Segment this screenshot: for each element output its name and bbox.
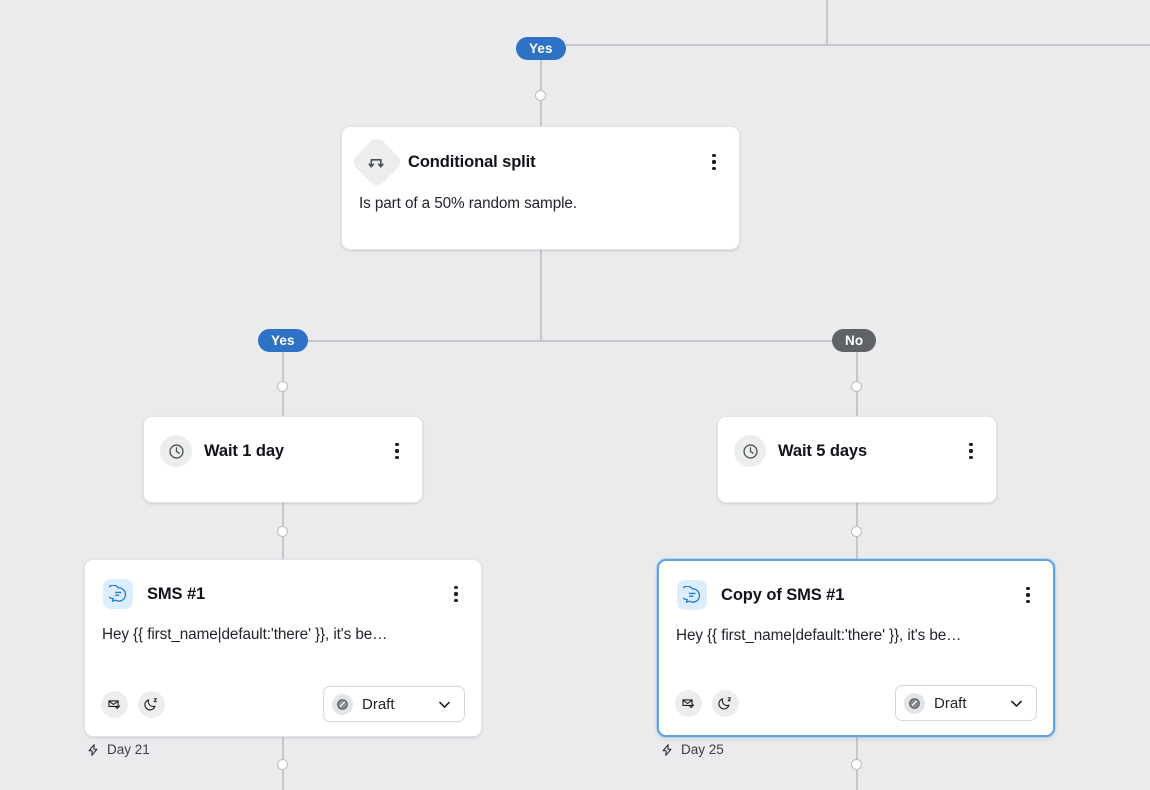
node-copy-of-sms-1[interactable]: Copy of SMS #1 Hey {{ first_name|default… xyxy=(657,559,1055,737)
sms-bubble-icon xyxy=(677,580,707,610)
connector-dot-left-wait-to-sms xyxy=(277,526,288,537)
connector-dot-right-sms-down xyxy=(851,759,862,770)
wait-5-days-title: Wait 5 days xyxy=(778,441,868,460)
copy-of-sms-1-day-text: Day 25 xyxy=(681,742,724,757)
branch-label-top-yes[interactable]: Yes xyxy=(516,37,566,60)
node-wait-1-day[interactable]: Wait 1 day xyxy=(143,416,423,503)
sms-1-status-label: Draft xyxy=(362,695,395,713)
conditional-split-menu-button[interactable] xyxy=(703,150,725,174)
branch-label-right-no[interactable]: No xyxy=(832,329,877,352)
connector-line-split-to-branch xyxy=(540,250,542,342)
draft-pencil-icon xyxy=(904,692,925,714)
connector-line-top-horizontal xyxy=(566,44,1150,46)
quiet-hours-icon xyxy=(712,689,739,717)
wait-1-day-title: Wait 1 day xyxy=(204,441,284,460)
sms-1-title: SMS #1 xyxy=(147,584,206,603)
sms-1-header: SMS #1 xyxy=(85,560,481,609)
copy-of-sms-1-title: Copy of SMS #1 xyxy=(721,585,845,604)
clock-icon xyxy=(734,435,766,467)
sms-1-preview: Hey {{ first_name|default:'there' }}, it… xyxy=(102,626,388,643)
copy-of-sms-1-menu-button[interactable] xyxy=(1017,583,1039,607)
node-conditional-split[interactable]: Conditional split Is part of a 50% rando… xyxy=(341,126,740,250)
node-wait-5-days[interactable]: Wait 5 days xyxy=(717,416,997,503)
draft-pencil-icon xyxy=(332,693,353,715)
connector-dot-left-sms-down xyxy=(277,759,288,770)
lightning-bolt-icon xyxy=(662,743,672,756)
branch-label-left-yes[interactable]: Yes xyxy=(258,329,308,352)
connector-line-branch-horizontal xyxy=(283,340,858,342)
sms-1-status-select[interactable]: Draft xyxy=(323,686,465,722)
copy-of-sms-1-footer: Draft xyxy=(659,685,1053,721)
sms-bubble-icon xyxy=(103,579,133,609)
connector-dot-right-wait-to-sms xyxy=(851,526,862,537)
sms-1-badges xyxy=(101,690,165,718)
node-sms-1[interactable]: SMS #1 Hey {{ first_name|default:'there'… xyxy=(84,559,482,737)
connector-dot-right-branch xyxy=(851,381,862,392)
wait-5-days-menu-button[interactable] xyxy=(960,439,982,463)
wait-1-day-header: Wait 1 day xyxy=(144,417,422,467)
copy-of-sms-1-badges xyxy=(675,689,739,717)
sms-1-day-text: Day 21 xyxy=(107,742,150,757)
smart-sending-icon xyxy=(675,689,702,717)
connector-dot-yes-to-split xyxy=(535,90,546,101)
sms-1-menu-button[interactable] xyxy=(445,582,467,606)
chevron-down-icon xyxy=(1011,700,1022,707)
clock-icon xyxy=(160,435,192,467)
conditional-split-description: Is part of a 50% random sample. xyxy=(359,195,577,212)
sms-1-day-label: Day 21 xyxy=(86,742,150,757)
copy-of-sms-1-day-label: Day 25 xyxy=(660,742,724,757)
chevron-down-icon xyxy=(439,701,450,708)
copy-of-sms-1-status-select[interactable]: Draft xyxy=(895,685,1037,721)
copy-of-sms-1-status-label: Draft xyxy=(934,694,967,712)
quiet-hours-icon xyxy=(138,690,165,718)
conditional-split-title: Conditional split xyxy=(408,152,536,171)
smart-sending-icon xyxy=(101,690,128,718)
split-arrow-icon xyxy=(350,135,404,189)
sms-1-footer: Draft xyxy=(85,686,481,722)
wait-5-days-header: Wait 5 days xyxy=(718,417,996,467)
wait-1-day-menu-button[interactable] xyxy=(386,439,408,463)
copy-of-sms-1-header: Copy of SMS #1 xyxy=(659,561,1053,610)
copy-of-sms-1-preview: Hey {{ first_name|default:'there' }}, it… xyxy=(676,627,962,644)
connector-dot-left-branch xyxy=(277,381,288,392)
connector-line-top-right-vertical xyxy=(826,0,828,45)
conditional-split-header: Conditional split xyxy=(342,127,739,189)
lightning-bolt-icon xyxy=(88,743,98,756)
